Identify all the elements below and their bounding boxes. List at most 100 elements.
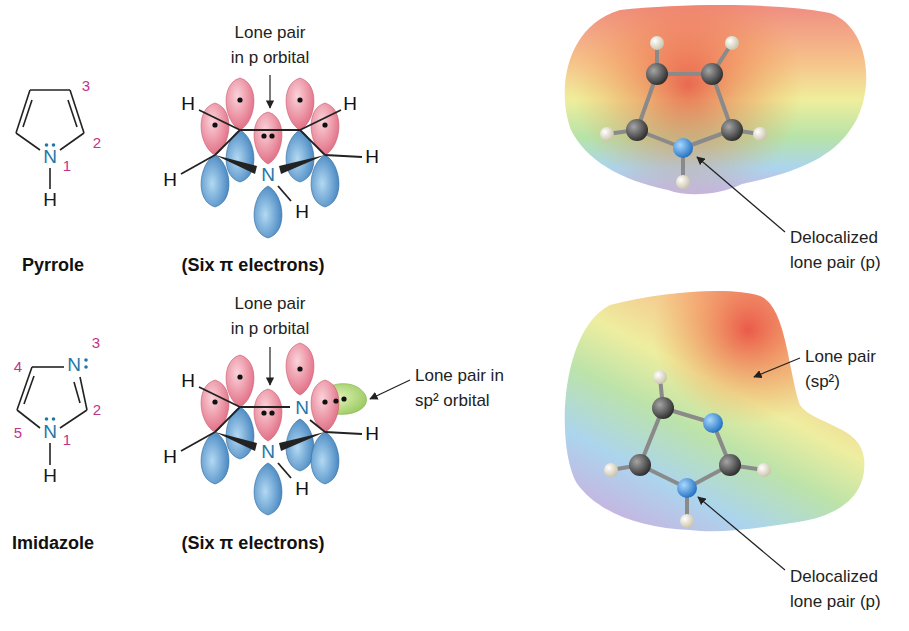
stick [607, 43, 760, 182]
leader-arrow [269, 75, 270, 108]
potential-surface [565, 291, 865, 531]
bond [181, 155, 215, 174]
leader-arrow [370, 380, 410, 399]
bond [60, 410, 87, 428]
position-number: 2 [93, 132, 101, 155]
p-orbital-lobe [311, 103, 339, 155]
atom-label: H [295, 475, 309, 504]
electron-dot [297, 97, 302, 102]
electron-dot [322, 399, 327, 404]
atom-label: H [295, 198, 309, 227]
p-orbital-lobe [226, 130, 254, 182]
callout-text: Lone pair (sp²) [805, 344, 897, 395]
pyrrole-structure [16, 90, 84, 189]
nitrogen-atom [703, 413, 723, 433]
electron-count: (Six π electrons) [182, 252, 325, 279]
wedge-bond [215, 432, 257, 451]
bond [278, 463, 291, 478]
electron-dot [261, 410, 266, 415]
atom-label: N [67, 351, 81, 380]
p-orbital-lobe [254, 186, 282, 238]
position-number: 5 [14, 422, 22, 445]
atom-label: H [181, 90, 195, 119]
electron-dot [297, 366, 302, 371]
leader-arrow [697, 157, 785, 232]
hydrogen-atom [676, 175, 690, 189]
callout-text: Delocalized lone pair (p) [790, 225, 890, 276]
lone-pair-dot [52, 417, 56, 421]
atom-label: H [343, 90, 357, 119]
leader-arrow [698, 497, 785, 570]
carbon-atom [719, 454, 741, 476]
atom-label: N [295, 394, 309, 423]
hydrogen-atom [680, 514, 694, 528]
hydrogen-atom [650, 36, 664, 50]
electron-dot [237, 374, 242, 379]
pyrrole-orbitals [181, 78, 362, 238]
p-orbital-lobe [254, 389, 282, 441]
bond [181, 387, 362, 478]
potential-surface [565, 5, 867, 194]
pyrrole-potential-map [565, 5, 867, 194]
atom-label: N [261, 438, 275, 467]
bond [199, 387, 240, 407]
electron-count: (Six π electrons) [182, 530, 325, 557]
bond [49, 443, 51, 465]
bond [181, 110, 362, 201]
atom-label: N [43, 418, 57, 447]
hydrogen-atom [753, 127, 767, 141]
double-bond [23, 100, 32, 127]
p-orbital-lobe [201, 380, 229, 432]
atom-label: H [365, 143, 379, 172]
double-bond [24, 376, 34, 404]
hydrogen-atom [725, 36, 739, 50]
position-number: 3 [92, 332, 100, 355]
leader-arrow [269, 347, 270, 385]
p-orbital-lobe [226, 407, 254, 459]
bond [300, 130, 325, 155]
electron-dot [212, 122, 217, 127]
carbon-atom [652, 397, 674, 419]
electron-dot [322, 122, 327, 127]
bond [181, 432, 215, 451]
leader-arrow [270, 75, 800, 570]
bond [325, 155, 362, 157]
atom-label: H [365, 420, 379, 449]
bond [80, 377, 87, 410]
position-number: 1 [63, 155, 71, 178]
imidazole-potential-map [565, 291, 865, 531]
atom-label: H [163, 443, 177, 472]
atom-label: N [261, 161, 275, 190]
bond [325, 432, 362, 434]
atom-label: H [43, 462, 57, 491]
hydrogen-atom [600, 127, 614, 141]
electron-dot [212, 366, 346, 415]
hydrogen-atom [604, 463, 618, 477]
carbon-atom [629, 454, 651, 476]
carbon-atom [646, 63, 668, 85]
bond [199, 110, 240, 130]
hydrogen-atom [653, 370, 667, 384]
p-orbital-lobe [286, 343, 314, 395]
bond [16, 133, 40, 150]
electron-dot [341, 396, 346, 401]
electron-dot [261, 133, 266, 138]
bond [215, 130, 240, 155]
atom-label: H [163, 166, 177, 195]
leader-arrow [754, 358, 800, 377]
p-orbital-lobe [226, 78, 254, 130]
bond [215, 407, 240, 432]
lone-pair-dot [84, 365, 88, 369]
double-bond [74, 382, 80, 403]
p-orbital-lobe [201, 103, 229, 155]
bond [240, 129, 300, 131]
callout-text: Lone pair in p orbital [228, 291, 312, 342]
lone-pair-dot [45, 417, 49, 421]
p-orbital-lobe [254, 112, 282, 164]
bond [32, 366, 64, 368]
bond [240, 406, 290, 408]
nitrogen-atom [677, 478, 697, 498]
double-bond [68, 100, 77, 127]
lone-pair-dot [84, 358, 88, 362]
